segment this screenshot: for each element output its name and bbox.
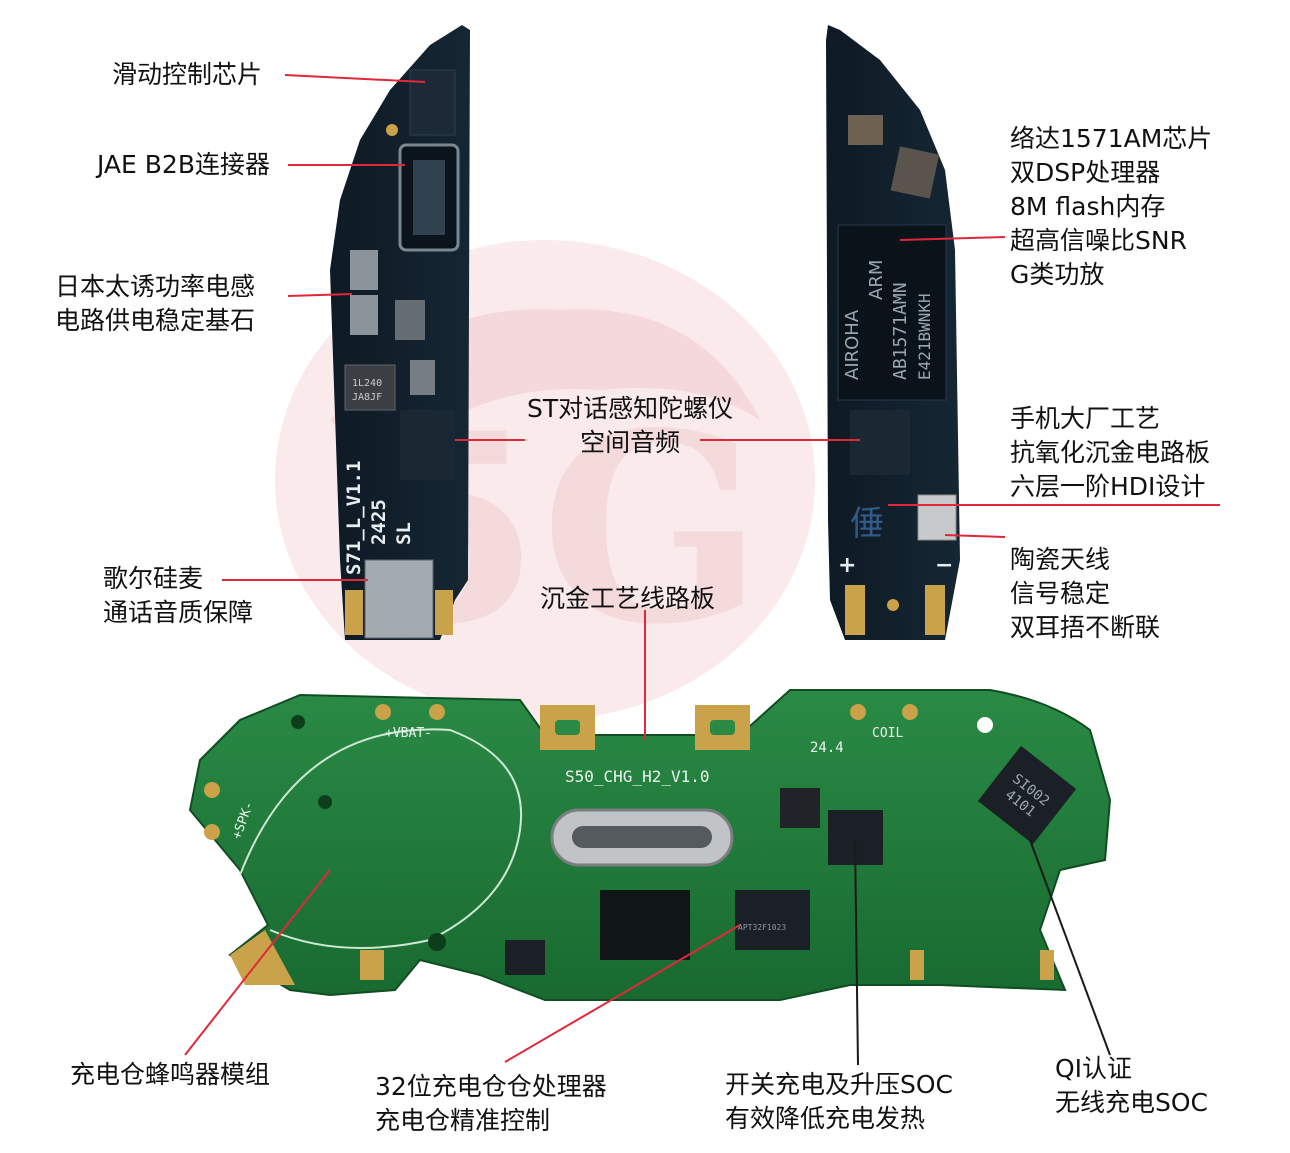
board-silk-date: 24.4 bbox=[810, 740, 844, 756]
slide-control-chip bbox=[409, 69, 456, 136]
label-mcu-line-2: 充电仓精准控制 bbox=[375, 1106, 551, 1135]
gyroscope-chip bbox=[400, 410, 455, 480]
board-silk-coil: COIL bbox=[872, 726, 903, 741]
label-antenna: 陶瓷天线 信号稳定 双耳捂不断联 bbox=[1010, 543, 1160, 645]
label-qi-line-1: QI认证 bbox=[1055, 1054, 1133, 1083]
mcu-chip-text: APT32F1023 bbox=[738, 923, 786, 932]
ceramic-antenna bbox=[917, 494, 957, 541]
label-airoha-line-3: 8M flash内存 bbox=[1010, 192, 1166, 221]
label-jae-b2b: JAE B2B连接器 bbox=[97, 148, 270, 182]
label-pcb-process: 手机大厂工艺 抗氧化沉金电路板 六层一阶HDI设计 bbox=[1010, 402, 1210, 504]
label-pcb-line-3: 六层一阶HDI设计 bbox=[1010, 472, 1206, 501]
left-silk-date: 2425 bbox=[368, 499, 390, 545]
label-mic: 歌尔硅麦 通话音质保障 bbox=[103, 562, 253, 630]
label-airoha-line-4: 超高信噪比SNR bbox=[1010, 226, 1187, 255]
left-inductor-text-1: 1L240 bbox=[352, 378, 382, 389]
left-silk-id: S71_L_V1.1 bbox=[343, 461, 365, 575]
airoha-chip-text-2: ARM bbox=[866, 260, 887, 300]
board-silk-vbat: +VBAT- bbox=[385, 726, 432, 741]
label-antenna-line-1: 陶瓷天线 bbox=[1010, 545, 1111, 574]
label-gyro-line-1: ST对话感知陀螺仪 bbox=[527, 394, 734, 423]
label-inductor: 日本太诱功率电感 电路供电稳定基石 bbox=[55, 270, 255, 338]
silicon-microphone bbox=[364, 559, 434, 639]
label-antenna-line-3: 双耳捂不断联 bbox=[1010, 613, 1161, 642]
board-silk-title: S50_CHG_H2_V1.0 bbox=[565, 767, 710, 786]
label-gyro: ST对话感知陀螺仪 空间音频 bbox=[527, 392, 733, 460]
label-inductor-line-1: 日本太诱功率电感 bbox=[55, 272, 256, 301]
svg-text:+: + bbox=[838, 553, 856, 578]
label-mic-line-2: 通话音质保障 bbox=[103, 598, 254, 627]
leader-lines bbox=[184, 74, 1220, 1066]
label-qi-line-2: 无线充电SOC bbox=[1055, 1088, 1209, 1117]
label-pcb-line-1: 手机大厂工艺 bbox=[1010, 404, 1161, 433]
airoha-chip-text-1: AIROHA bbox=[842, 309, 863, 380]
label-mcu-line-1: 32位充电仓仓处理器 bbox=[375, 1072, 607, 1101]
svg-text:−: − bbox=[935, 553, 953, 578]
label-charge-soc-line-1: 开关充电及升压SOC bbox=[725, 1070, 954, 1099]
label-buzzer: 充电仓蜂鸣器模组 bbox=[70, 1058, 270, 1092]
label-airoha-line-2: 双DSP处理器 bbox=[1010, 158, 1161, 187]
label-slide-chip-text: 滑动控制芯片 bbox=[112, 60, 263, 89]
airoha-chip bbox=[837, 224, 947, 401]
left-earbud-board: 1L240 JA8JF S71_L_V1.1 2425 SL bbox=[330, 25, 470, 640]
svg-text:倕: 倕 bbox=[850, 504, 884, 544]
label-slide-chip: 滑动控制芯片 bbox=[112, 58, 262, 92]
label-airoha-line-1: 络达1571AM芯片 bbox=[1010, 124, 1213, 153]
label-qi: QI认证 无线充电SOC bbox=[1055, 1052, 1208, 1120]
label-mic-line-1: 歌尔硅麦 bbox=[103, 564, 204, 593]
mcu-chip bbox=[735, 890, 810, 950]
qi-chip bbox=[977, 745, 1077, 845]
power-inductor bbox=[344, 364, 396, 411]
charging-case-board: APT32F1023 SI002 4101 S50_CHG_H2_V1.0 +V… bbox=[188, 689, 1112, 1001]
label-pcb-line-2: 抗氧化沉金电路板 bbox=[1010, 438, 1211, 467]
label-airoha: 络达1571AM芯片 双DSP处理器 8M flash内存 超高信噪比SNR G… bbox=[1010, 122, 1212, 292]
label-antenna-line-2: 信号稳定 bbox=[1010, 579, 1111, 608]
airoha-chip-text-4: E421BWNKH bbox=[915, 293, 934, 380]
label-gyro-line-2: 空间音频 bbox=[580, 428, 681, 457]
label-inductor-line-2: 电路供电稳定基石 bbox=[55, 306, 256, 335]
right-earbud-board: AIROHA ARM AB1571AMN E421BWNKH 倕 + − bbox=[826, 25, 960, 640]
label-jae-b2b-text: JAE B2B连接器 bbox=[97, 150, 270, 179]
label-mcu: 32位充电仓仓处理器 充电仓精准控制 bbox=[375, 1070, 607, 1138]
label-charge-soc-line-2: 有效降低充电发热 bbox=[725, 1104, 926, 1133]
label-charge-soc: 开关充电及升压SOC 有效降低充电发热 bbox=[725, 1068, 953, 1136]
label-gold-board-text: 沉金工艺线路板 bbox=[540, 584, 716, 613]
label-airoha-line-5: G类功放 bbox=[1010, 260, 1105, 289]
label-gold-board: 沉金工艺线路板 bbox=[540, 582, 715, 616]
label-buzzer-text: 充电仓蜂鸣器模组 bbox=[70, 1060, 271, 1089]
left-silk-sl: SL bbox=[393, 522, 415, 545]
airoha-chip-text-3: AB1571AMN bbox=[890, 282, 911, 380]
left-inductor-text-2: JA8JF bbox=[352, 392, 382, 403]
